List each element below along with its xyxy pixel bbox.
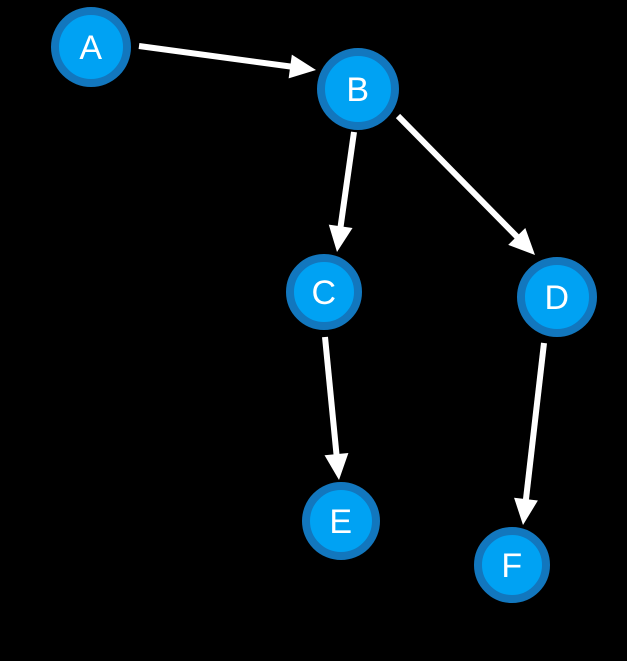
edge-arrowhead-icon [508,228,535,255]
graph-edge [395,113,535,255]
node-circle[interactable] [474,527,550,603]
edge-line [322,336,340,457]
edge-arrowhead-icon [324,452,349,480]
edge-line [337,131,357,229]
node-circle[interactable] [517,257,597,337]
graph-node-f[interactable]: F [474,527,550,603]
node-circle[interactable] [317,48,399,130]
graph-node-d[interactable]: D [517,257,597,337]
graph-node-b[interactable]: B [317,48,399,130]
edge-line [138,43,293,70]
node-label: A [79,29,102,67]
edge-line [395,113,521,241]
node-label: B [346,71,369,109]
node-label: E [329,503,352,541]
node-circle[interactable] [286,254,362,330]
edges-group [138,43,547,525]
graph-edge [138,43,316,79]
graph-node-a[interactable]: A [51,7,131,87]
edge-arrowhead-icon [514,497,538,525]
edge-arrowhead-icon [328,224,353,252]
graph-node-c[interactable]: C [286,254,362,330]
edge-arrowhead-icon [288,54,316,79]
edge-line [522,342,547,502]
node-circle[interactable] [302,482,380,560]
node-circle[interactable] [51,7,131,87]
graph-node-e[interactable]: E [302,482,380,560]
graph-edge [322,336,349,480]
node-label: F [501,547,522,585]
node-label: C [311,274,336,312]
graph-edge [514,342,547,525]
graph-edge [328,131,357,252]
node-label: D [544,279,569,317]
nodes-group: A B C D E F [51,7,597,603]
